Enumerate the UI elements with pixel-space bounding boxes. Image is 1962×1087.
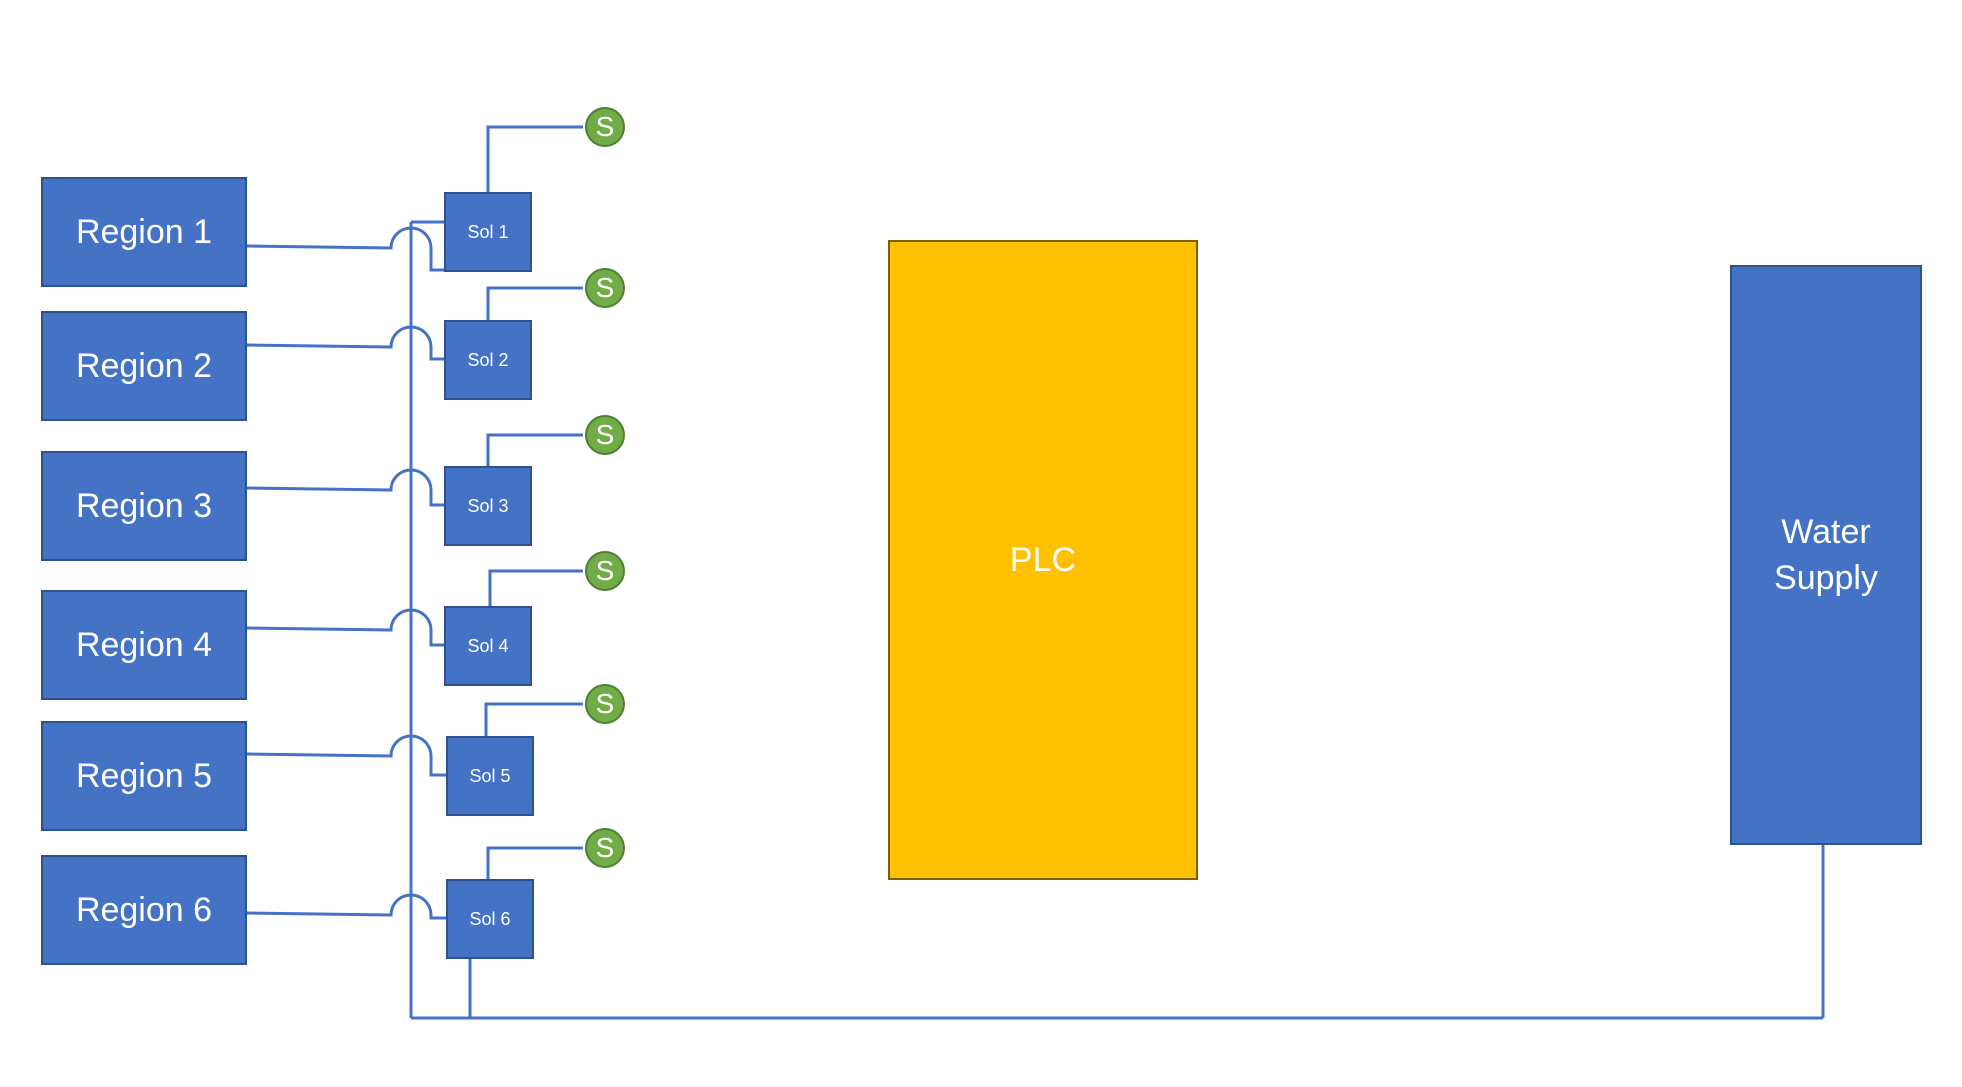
- solenoid-5: Sol 5: [446, 736, 534, 816]
- sensor6-line: [486, 846, 583, 879]
- region-3-box: Region 3: [41, 451, 247, 561]
- region-1-box: Region 1: [41, 177, 247, 287]
- sensor-6: S: [585, 828, 625, 868]
- sensor-4-label: S: [595, 555, 615, 586]
- water-supply-box: Water Supply: [1730, 265, 1922, 845]
- sensor5-line: [484, 702, 583, 736]
- sensor-6-label: S: [595, 832, 615, 863]
- solenoid-4-label: Sol 4: [467, 635, 509, 656]
- region-5-label: Region 5: [75, 756, 213, 795]
- sensor-2-label: S: [595, 272, 615, 303]
- region-4-box: Region 4: [41, 590, 247, 700]
- region-4-label: Region 4: [75, 625, 213, 664]
- solenoid-1: Sol 1: [444, 192, 532, 272]
- sensor-1-label: S: [595, 111, 615, 142]
- sensor-5-label: S: [595, 688, 615, 719]
- sensor-1: S: [585, 107, 625, 147]
- region-2-box: Region 2: [41, 311, 247, 421]
- solenoid-6: Sol 6: [446, 879, 534, 959]
- solenoid-4: Sol 4: [444, 606, 532, 686]
- region-2-label: Region 2: [75, 346, 213, 385]
- sensor1-line: [486, 125, 583, 192]
- sensor-2: S: [585, 268, 625, 308]
- region-1-label: Region 1: [75, 212, 213, 251]
- region-6-label: Region 6: [75, 890, 213, 929]
- sensor4-line: [488, 569, 583, 606]
- region2-pipe: [245, 325, 444, 361]
- region3-pipe: [245, 468, 444, 507]
- sensor-5: S: [585, 684, 625, 724]
- solenoid-2-label: Sol 2: [467, 349, 509, 370]
- sensor3-line: [486, 433, 583, 466]
- plc-box: PLC: [888, 240, 1198, 880]
- region-6-box: Region 6: [41, 855, 247, 965]
- solenoid-6-label: Sol 6: [469, 908, 511, 929]
- region5-pipe: [245, 734, 446, 777]
- solenoid-1-label: Sol 1: [467, 221, 509, 242]
- region-5-box: Region 5: [41, 721, 247, 831]
- sensor2-line: [486, 286, 583, 320]
- water-supply-label: Water Supply: [1774, 513, 1878, 597]
- region-3-label: Region 3: [75, 486, 213, 525]
- solenoid-2: Sol 2: [444, 320, 532, 400]
- solenoid-3: Sol 3: [444, 466, 532, 546]
- sensor-4: S: [585, 551, 625, 591]
- sensor-3-label: S: [595, 419, 615, 450]
- region4-pipe: [245, 608, 444, 647]
- plc-label: PLC: [1009, 540, 1077, 579]
- solenoid-3-label: Sol 3: [467, 495, 509, 516]
- region1-pipe: [245, 226, 444, 272]
- sensor-3: S: [585, 415, 625, 455]
- solenoid-5-label: Sol 5: [469, 765, 511, 786]
- region6-pipe: [245, 893, 446, 920]
